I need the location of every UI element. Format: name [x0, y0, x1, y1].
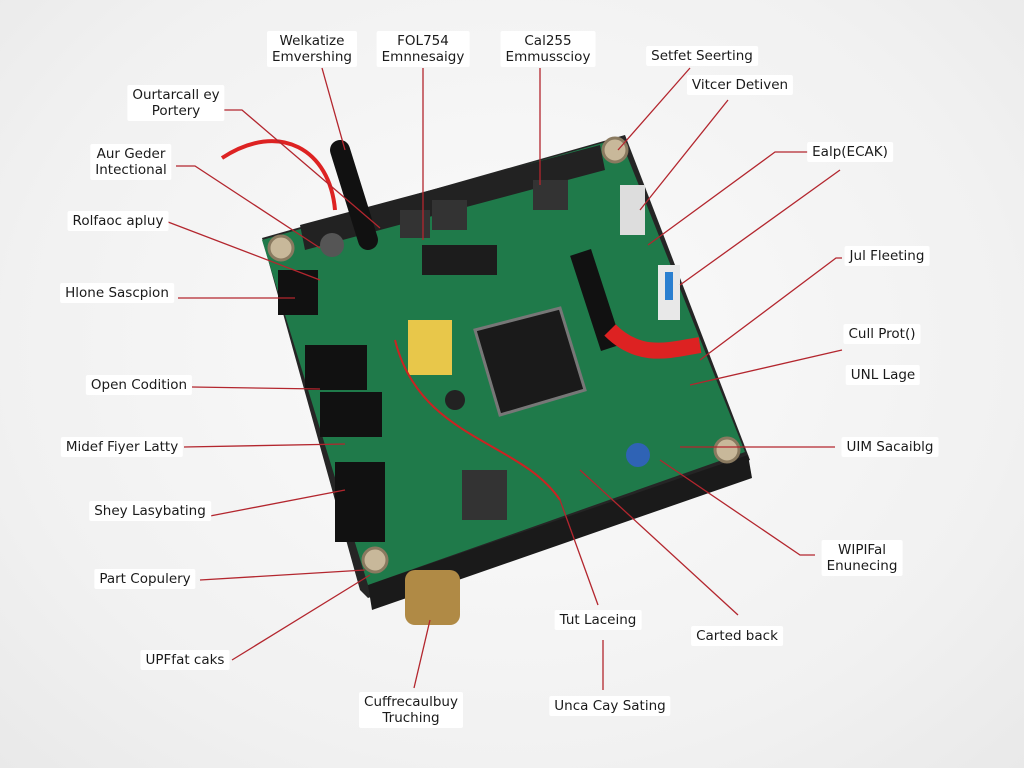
- crystal: [620, 185, 645, 235]
- mount-hole: [601, 136, 629, 164]
- connector-block: [335, 462, 385, 542]
- connector-block: [278, 270, 318, 315]
- callout-label: Part Copulery: [94, 569, 196, 589]
- mcu-chip: [473, 306, 587, 417]
- mount-hole: [713, 436, 741, 464]
- red-wire: [220, 139, 337, 211]
- capacitor: [445, 390, 465, 410]
- callout-label: Cuffrecaulbuy Truching: [359, 692, 463, 728]
- capacitor: [320, 233, 344, 257]
- callout-label: Aur Geder Intectional: [90, 144, 172, 180]
- red-wire: [394, 339, 561, 501]
- callout-label: Ourtarcall ey Portery: [127, 85, 225, 121]
- callout-label: Carted back: [691, 626, 783, 646]
- potentiometer: [626, 443, 650, 467]
- inductor: [320, 392, 382, 437]
- callout-label: UPFfat caks: [140, 650, 230, 670]
- callout-label: Cal255 Emmusscioy: [500, 31, 596, 67]
- inductor: [462, 470, 507, 520]
- connector: [533, 180, 568, 210]
- connector: [400, 210, 430, 238]
- callout-label: FOL754 Emnnesaigy: [376, 31, 470, 67]
- antenna: [330, 140, 378, 250]
- callout-label: Open Codition: [85, 375, 193, 395]
- callout-label: Vitcer Detiven: [686, 75, 794, 95]
- pin-header: [300, 145, 605, 250]
- callout-label: Welkatize Emvershing: [267, 31, 357, 67]
- callout-label: Tut Laceing: [554, 610, 642, 630]
- leader-lines: [167, 67, 843, 690]
- callout-label: Cull Prot(): [843, 324, 921, 344]
- coax-connector: [405, 570, 460, 625]
- switch-actuator: [665, 272, 673, 300]
- callout-label: UNL Lage: [845, 365, 921, 385]
- callout-label: Midef Fiyer Latty: [60, 437, 184, 457]
- callout-label: Shey Lasybating: [89, 501, 211, 521]
- callout-label: Setfet Seerting: [646, 46, 758, 66]
- yellow-component: [408, 320, 452, 375]
- connector: [432, 200, 467, 230]
- ic-chip: [422, 245, 497, 275]
- enclosure-side: [368, 455, 752, 610]
- callout-label: Rolfaoc apluy: [67, 211, 169, 231]
- mount-hole: [361, 546, 389, 574]
- ribbon-cable: [604, 324, 702, 359]
- inductor: [305, 345, 367, 390]
- callout-label: WIPIFal Enunecing: [821, 540, 903, 576]
- slot-connector: [570, 249, 622, 351]
- callout-label: Ealp(ECAK): [807, 142, 893, 162]
- mount-hole: [267, 234, 295, 262]
- callout-label: Hlone Sascpion: [60, 283, 174, 303]
- callout-label: Jul Fleeting: [844, 246, 930, 266]
- callout-label: UIM Sacaiblg: [841, 437, 939, 457]
- callout-label: Unca Cay Sating: [549, 696, 671, 716]
